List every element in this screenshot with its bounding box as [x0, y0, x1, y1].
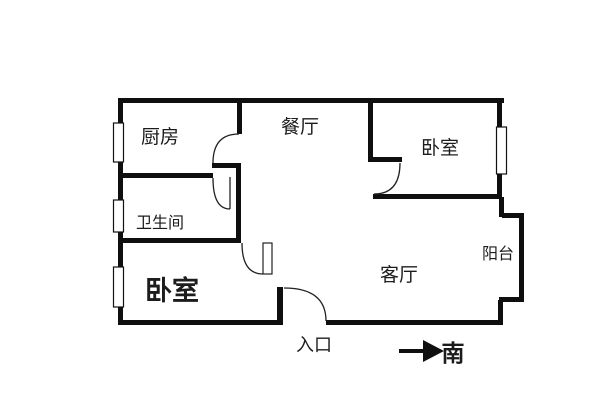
wall-bedroom-tr-bottom [373, 194, 502, 199]
south-arrow-head [423, 340, 444, 362]
wall-balcony-neck [499, 197, 504, 217]
bedroom-bl-door-arc [241, 242, 264, 275]
wall-balcony-top [502, 213, 524, 218]
room-label-bathroom: 卫生间 [136, 214, 184, 232]
window-bedroom-bl [112, 266, 125, 308]
window-bathroom [112, 199, 125, 233]
entry-door-arc [283, 287, 327, 322]
wall-central [236, 163, 241, 243]
wall-kitchen-right [237, 98, 242, 134]
wall-kitchen-stub [212, 163, 241, 168]
wall-bedroom-bl-top [118, 238, 240, 243]
entrance-label: 入口 [296, 335, 332, 355]
bedroom-tr-door-arc [373, 162, 401, 195]
room-label-bedroom-bottom-left: 卧室 [145, 275, 199, 306]
wall-living-right [498, 300, 503, 325]
window-bedroom-tr [495, 126, 508, 175]
wall-balcony-right [519, 213, 524, 302]
wall-living-bottom [326, 320, 503, 325]
window-kitchen [112, 122, 125, 163]
wall-top [118, 98, 504, 103]
room-label-kitchen: 厨房 [141, 126, 179, 148]
wall-bedroom-tr-step [368, 157, 402, 162]
south-arrow-icon [399, 340, 444, 362]
wall-bedroom-tr-left [368, 98, 373, 162]
wall-bedroom-bl-bottom [118, 320, 283, 325]
wall-entry-jamb [277, 287, 283, 324]
room-label-balcony: 阳台 [482, 245, 514, 263]
room-label-bedroom-top-right: 卧室 [421, 137, 459, 159]
south-arrow-shaft [399, 349, 425, 353]
bathroom-door-arc [212, 177, 231, 210]
wall-bathroom-top [118, 173, 213, 178]
wall-balcony-bottom [499, 297, 524, 302]
kitchen-door-arc [212, 133, 240, 164]
room-label-dining: 餐厅 [281, 116, 319, 138]
compass-label: 南 [442, 340, 465, 366]
bedroom-bl-door-leaf [262, 242, 273, 275]
room-label-living: 客厅 [380, 264, 418, 286]
